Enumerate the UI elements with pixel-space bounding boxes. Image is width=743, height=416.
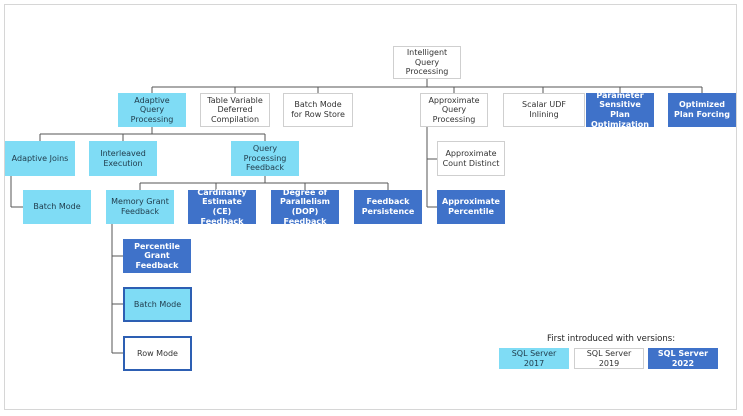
node-cardinality-estimate-feedback: Cardinality Estimate (CE) Feedback xyxy=(188,188,256,226)
node-parameter-sensitive-plan-optimization: Parameter Sensitive Plan Optimization xyxy=(586,91,654,129)
node-batch-mode-adaptive-joins: Batch Mode xyxy=(23,190,91,224)
node-intelligent-query-processing: Intelligent Query Processing xyxy=(393,46,461,79)
node-table-variable-deferred-compilation: Table Variable Deferred Compilation xyxy=(200,93,270,127)
node-adaptive-query-processing: Adaptive Query Processing xyxy=(118,93,186,127)
legend-title: First introduced with versions: xyxy=(546,334,676,344)
legend-sql-server-2019: SQL Server 2019 xyxy=(574,348,644,369)
node-batch-mode-for-row-store: Batch Mode for Row Store xyxy=(283,93,353,127)
node-approximate-count-distinct: Approximate Count Distinct xyxy=(437,141,505,176)
node-adaptive-joins: Adaptive Joins xyxy=(5,141,75,176)
node-interleaved-execution: Interleaved Execution xyxy=(89,141,157,176)
legend-sql-server-2017: SQL Server 2017 xyxy=(499,348,569,369)
node-percentile-grant-feedback: Percentile Grant Feedback xyxy=(123,239,191,273)
node-approximate-query-processing: Approximate Query Processing xyxy=(420,93,488,127)
node-batch-mode-memory-grant: Batch Mode xyxy=(123,287,192,322)
node-dop-feedback: Degree of Parallelism (DOP) Feedback xyxy=(271,188,339,226)
legend-sql-server-2022: SQL Server 2022 xyxy=(648,348,718,369)
node-feedback-persistence: Feedback Persistence xyxy=(354,190,422,224)
node-scalar-udf-inlining: Scalar UDF Inlining xyxy=(503,93,585,127)
node-query-processing-feedback: Query Processing Feedback xyxy=(231,141,299,176)
node-memory-grant-feedback: Memory Grant Feedback xyxy=(106,190,174,224)
node-approximate-percentile: Approximate Percentile xyxy=(437,190,505,224)
node-row-mode-memory-grant: Row Mode xyxy=(123,336,192,371)
node-optimized-plan-forcing: Optimized Plan Forcing xyxy=(668,93,736,127)
